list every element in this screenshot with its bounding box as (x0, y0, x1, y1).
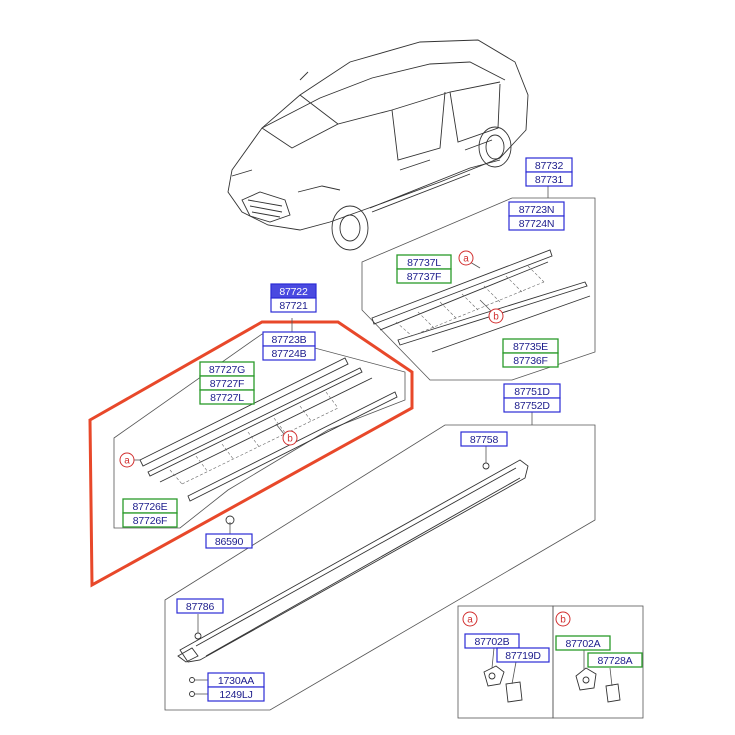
svg-text:b: b (560, 615, 566, 626)
callout-a-detail: a (462, 611, 478, 627)
svg-text:a: a (463, 254, 469, 265)
label-87735E[interactable]: 87735E (502, 338, 559, 354)
svg-text:87702B: 87702B (474, 636, 509, 648)
svg-text:87728A: 87728A (597, 655, 632, 667)
svg-text:87736F: 87736F (513, 355, 547, 367)
svg-text:87724N: 87724N (519, 218, 555, 230)
svg-text:87732: 87732 (535, 160, 564, 172)
svg-text:87702A: 87702A (565, 638, 600, 650)
svg-text:87731: 87731 (535, 174, 564, 186)
car-illustration (227, 39, 529, 251)
label-87723B[interactable]: 87723B (262, 331, 316, 347)
svg-text:87727L: 87727L (210, 392, 244, 404)
svg-text:87786: 87786 (186, 601, 215, 613)
svg-text:87737L: 87737L (407, 257, 441, 269)
svg-text:1249LJ: 1249LJ (219, 689, 252, 701)
label-87724B[interactable]: 87724B (262, 345, 316, 361)
svg-text:87719D: 87719D (505, 650, 541, 662)
label-87786[interactable]: 87786 (176, 598, 224, 614)
label-87724N[interactable]: 87724N (508, 215, 565, 231)
svg-text:b: b (493, 312, 499, 323)
label-87727F[interactable]: 87727F (199, 375, 255, 391)
svg-text:87723N: 87723N (519, 204, 555, 216)
label-1249LJ[interactable]: 1249LJ (207, 686, 265, 702)
svg-text:87722: 87722 (279, 286, 308, 298)
label-87736F[interactable]: 87736F (502, 352, 559, 368)
svg-text:87727G: 87727G (209, 364, 245, 376)
svg-text:87752D: 87752D (514, 400, 550, 412)
label-87737L[interactable]: 87737L (396, 254, 452, 270)
svg-text:87724B: 87724B (271, 348, 306, 360)
svg-text:87758: 87758 (470, 434, 499, 446)
label-87702B[interactable]: 87702B (464, 633, 520, 649)
highlight-outline (88, 320, 414, 588)
label-87751D[interactable]: 87751D (503, 383, 561, 399)
label-87727G[interactable]: 87727G (199, 361, 255, 377)
label-87737F[interactable]: 87737F (396, 268, 452, 284)
svg-text:87737F: 87737F (407, 271, 441, 283)
label-87723N[interactable]: 87723N (508, 201, 565, 217)
callout-b-rear: b (488, 308, 504, 324)
label-87722[interactable]: 87722 (270, 283, 317, 299)
svg-text:87735E: 87735E (513, 341, 548, 353)
svg-text:87751D: 87751D (514, 386, 550, 398)
svg-text:87726F: 87726F (133, 515, 167, 527)
svg-text:a: a (467, 615, 473, 626)
svg-text:87727F: 87727F (210, 378, 244, 390)
label-87727L[interactable]: 87727L (199, 389, 255, 405)
callout-a-front: a (119, 452, 135, 468)
callout-b-detail: b (555, 611, 571, 627)
label-1730AA[interactable]: 1730AA (207, 672, 265, 688)
svg-text:87721: 87721 (279, 300, 308, 312)
svg-text:b: b (287, 434, 293, 445)
label-87721[interactable]: 87721 (270, 297, 317, 313)
label-87719D[interactable]: 87719D (496, 647, 550, 663)
label-86590[interactable]: 86590 (205, 533, 253, 549)
label-87732[interactable]: 87732 (525, 157, 573, 173)
label-87726F[interactable]: 87726F (122, 512, 178, 528)
callout-b-front: b (282, 430, 298, 446)
callout-a-rear: a (458, 250, 474, 266)
label-87728A[interactable]: 87728A (587, 652, 643, 668)
svg-text:a: a (124, 456, 130, 467)
label-87702A[interactable]: 87702A (555, 635, 611, 651)
svg-text:87723B: 87723B (271, 334, 306, 346)
label-87758[interactable]: 87758 (460, 431, 508, 447)
side-sill-panel (164, 412, 596, 711)
label-87726E[interactable]: 87726E (122, 498, 178, 514)
svg-text:87726E: 87726E (132, 501, 167, 513)
label-87752D[interactable]: 87752D (503, 397, 561, 413)
label-87731[interactable]: 87731 (525, 171, 573, 187)
svg-text:1730AA: 1730AA (218, 675, 254, 687)
svg-text:86590: 86590 (215, 536, 244, 548)
detail-box-b (552, 605, 644, 719)
